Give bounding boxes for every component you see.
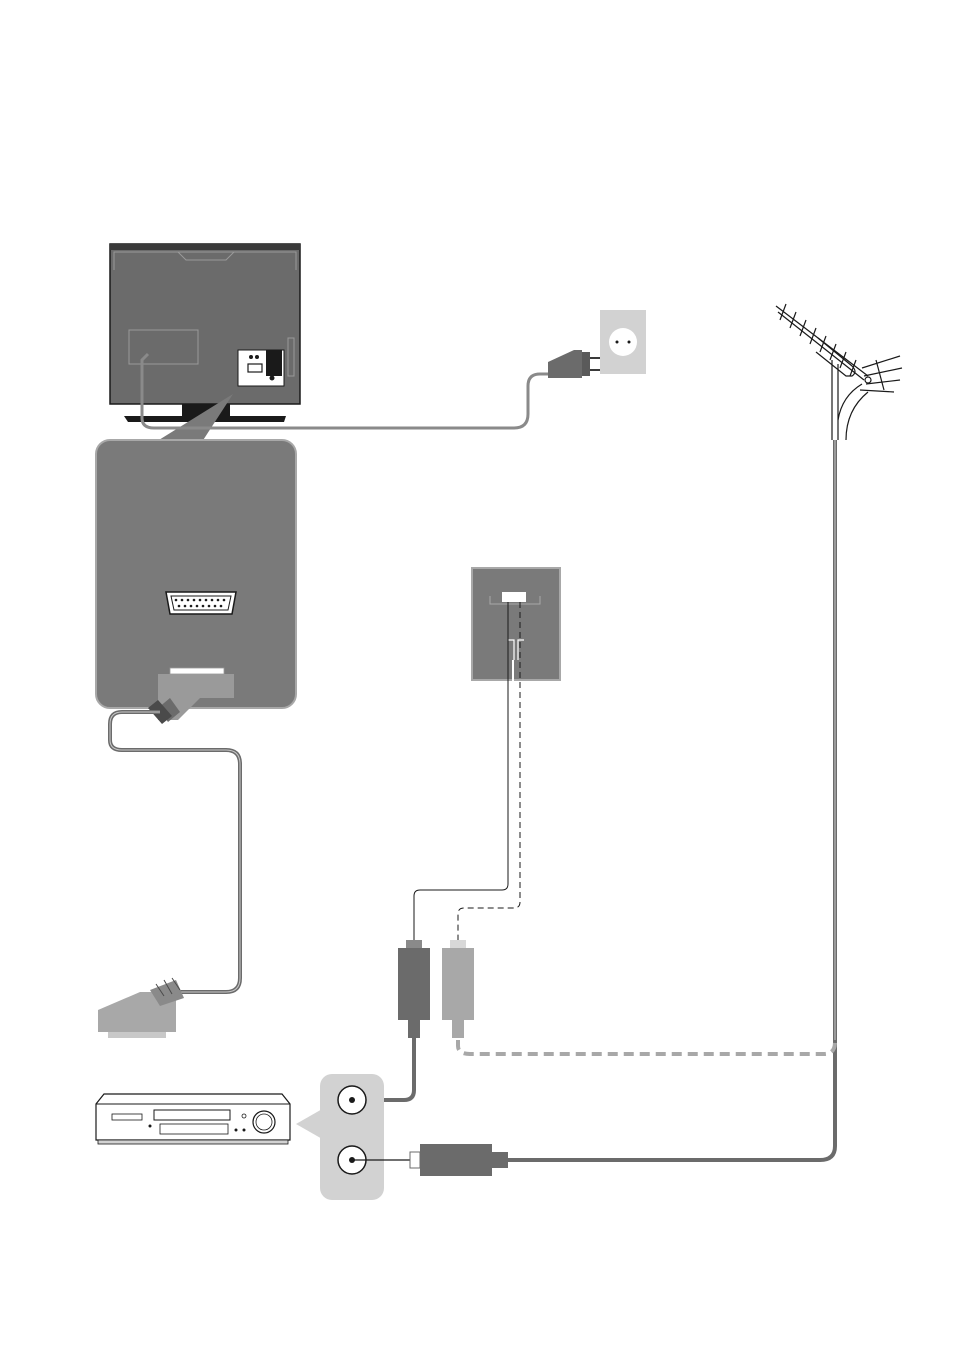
outlet-wire-dashed [457,602,521,940]
zoom-pointer [146,394,233,448]
tv-rear-icon [109,243,301,422]
vcr-icon [95,1093,291,1145]
aerial-outlet-icon [471,567,561,681]
power-socket-icon [600,310,646,374]
scart-socket-icon [165,591,237,615]
scart-cable-outline [109,711,241,993]
tv-scart-panel [95,439,297,724]
scart-plug-icon [148,667,234,724]
vcr-zoom-pointer [296,1108,324,1140]
dashed-cable [456,1040,837,1056]
aerial-cable [506,440,837,1162]
antenna-icon [775,303,903,441]
rf-terminal-icon [320,1074,384,1200]
mains-cable [140,352,548,430]
aerial-plug-icon [409,1144,508,1176]
rf-out-cable [362,1038,416,1102]
power-plug-icon [548,350,600,378]
scart-cable [108,710,242,994]
vcr-scart-plug-icon [98,977,184,1038]
outlet-wire-solid [413,602,509,940]
coax-plug-icon [398,940,474,1038]
